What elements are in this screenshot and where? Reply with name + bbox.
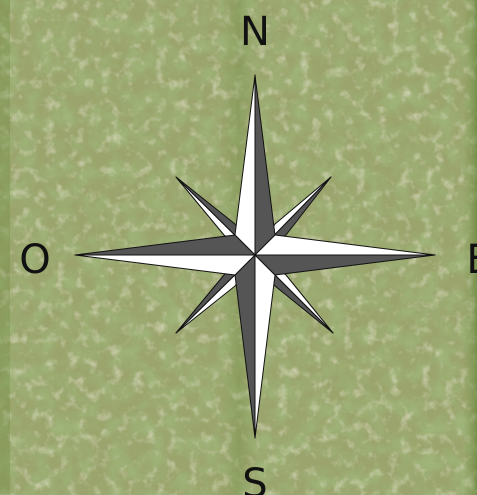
compass-point-e-bottom xyxy=(255,255,435,275)
compass-point-e-top xyxy=(255,235,435,255)
compass-point-n-right xyxy=(255,75,275,255)
compass-point-w-bottom xyxy=(75,255,255,275)
compass-point-s-left xyxy=(235,255,255,438)
north-label: N xyxy=(234,12,276,52)
compass-point-w-top xyxy=(75,235,255,255)
south-label: S xyxy=(234,464,276,495)
compass-point-n-left xyxy=(235,75,255,255)
compass-point-s-right xyxy=(255,255,275,438)
east-label: E xyxy=(458,240,477,280)
west-label: O xyxy=(14,240,56,280)
